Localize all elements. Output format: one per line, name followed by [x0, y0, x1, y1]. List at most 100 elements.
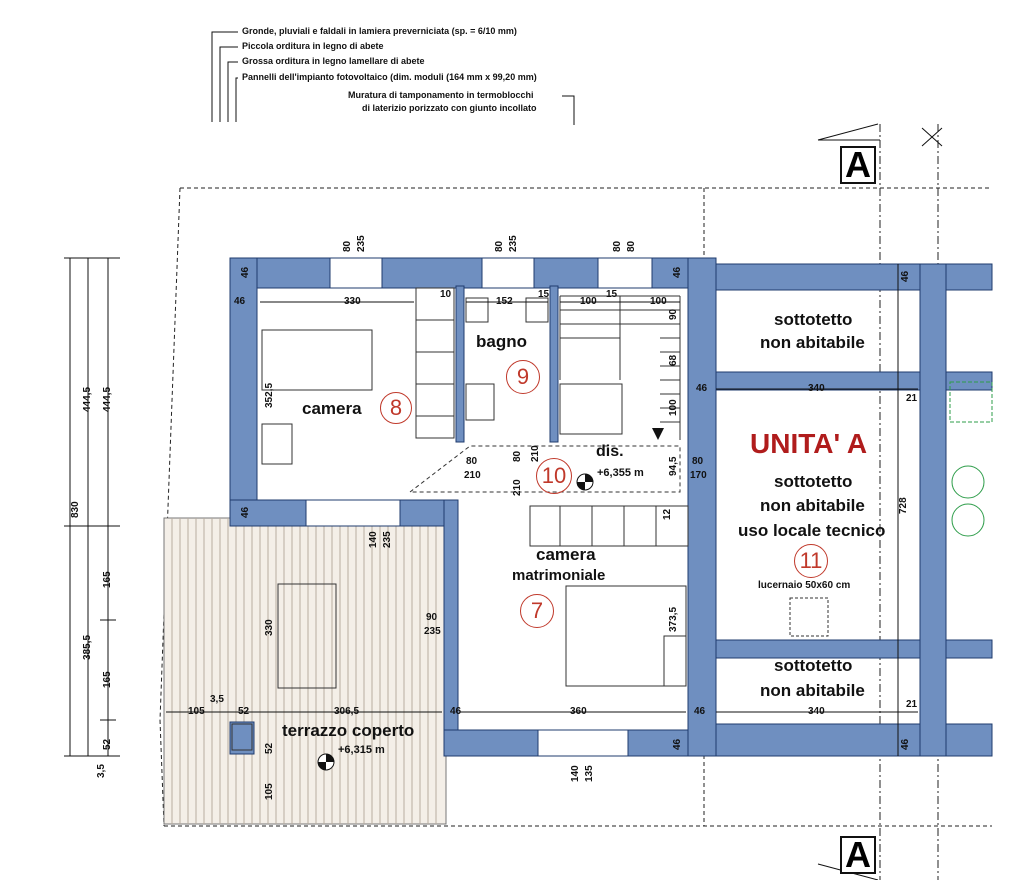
- dim-52-v2: 52: [264, 742, 275, 754]
- room-matrimoniale-label-1: camera: [536, 545, 596, 564]
- terrazzo-label: terrazzo coperto: [282, 721, 415, 740]
- dim-306-5: 306,5: [334, 706, 360, 717]
- interior-lines: [231, 287, 993, 751]
- legend-line-main-frame: Grossa orditura in legno lamellare di ab…: [242, 56, 425, 66]
- dim-80-door: 80: [512, 450, 523, 462]
- dim-165-a: 165: [102, 571, 113, 588]
- dim-170: 170: [690, 470, 707, 481]
- dim-15b: 15: [606, 289, 618, 300]
- sottotetto-bottom-line-2: non abitabile: [760, 681, 865, 700]
- section-marker-top: A: [840, 146, 876, 184]
- unita-lucernaio: lucernaio 50x60 cm: [758, 580, 851, 591]
- legend-line-masonry-2: di laterizio porizzato con giunto incoll…: [362, 103, 537, 113]
- sottotetto-bottom-line-1: sottotetto: [774, 656, 853, 675]
- dim-80-win3b: 80: [626, 240, 637, 252]
- dim-100a: 100: [580, 296, 597, 307]
- dim-105-v: 105: [264, 783, 275, 800]
- dim-46-v-right: 46: [672, 266, 683, 278]
- dim-68: 68: [668, 354, 679, 366]
- dim-140-a: 140: [368, 531, 379, 548]
- dim-52-v: 52: [102, 738, 113, 750]
- room-bagno-label: bagno: [476, 332, 527, 351]
- dim-3-5: 3,5: [210, 694, 224, 705]
- legend-line-small-frame: Piccola orditura in legno di abete: [242, 41, 384, 51]
- room-dis-level: +6,355 m: [597, 467, 644, 479]
- unita-number: 11: [794, 544, 828, 578]
- legend-leaders: [211, 31, 575, 125]
- dim-152: 152: [496, 296, 513, 307]
- room-bagno-number: 9: [506, 360, 540, 394]
- dim-10: 10: [440, 289, 452, 300]
- dim-165-b: 165: [102, 671, 113, 688]
- window-openings: [305, 257, 653, 757]
- level-marker-icons: [317, 473, 594, 771]
- unita-line-1: sottotetto: [774, 472, 853, 491]
- dim-80-left: 80: [466, 456, 478, 467]
- dim-140-b: 140: [570, 765, 581, 782]
- room-camera-number: 8: [380, 392, 412, 424]
- dim-235-a: 235: [382, 531, 393, 548]
- dim-80-win2: 80: [494, 240, 505, 252]
- legend-line-masonry: Muratura di tamponamento in termoblocchi: [348, 90, 534, 100]
- dim-210-door2: 210: [530, 445, 541, 462]
- dim-360: 360: [570, 706, 587, 717]
- unita-title: UNITA' A: [750, 428, 868, 459]
- dim-21-top: 21: [906, 393, 918, 404]
- room-dis-label: dis.: [596, 443, 624, 460]
- dim-15a: 15: [538, 289, 550, 300]
- dimension-lines: [64, 257, 918, 757]
- dim-46-left: 46: [234, 296, 246, 307]
- dim-80-win1: 80: [342, 240, 353, 252]
- dim-235-win1: 235: [356, 235, 367, 252]
- dim-340-bottom: 340: [808, 706, 825, 717]
- dim-46-v-far: 46: [900, 270, 911, 282]
- room-camera-label: camera: [302, 399, 362, 418]
- dim-385-5: 385,5: [82, 634, 93, 660]
- section-cut-arrows: [817, 123, 943, 880]
- stair-arrow-icon: [652, 428, 664, 440]
- dim-330: 330: [344, 296, 361, 307]
- dim-3-5-v: 3,5: [96, 764, 107, 778]
- sottotetto-top-line-1: sottotetto: [774, 310, 853, 329]
- dim-135: 135: [584, 765, 595, 782]
- dim-210-door: 210: [512, 479, 523, 496]
- dim-80-right: 80: [692, 456, 704, 467]
- dim-80-win3: 80: [612, 240, 623, 252]
- terrazzo-level: +6,315 m: [338, 744, 385, 756]
- dim-46-v-far-b: 46: [900, 738, 911, 750]
- dim-46-v-top: 46: [240, 266, 251, 278]
- dim-21-bottom: 21: [906, 699, 918, 710]
- dim-235-win2: 235: [508, 235, 519, 252]
- section-marker-bottom: A: [840, 836, 876, 874]
- dim-330-v: 330: [264, 619, 275, 636]
- dim-105: 105: [188, 706, 205, 717]
- dim-352-5: 352,5: [264, 382, 275, 408]
- dim-100-v: 100: [668, 399, 679, 416]
- dim-46-v-bottom: 46: [672, 738, 683, 750]
- room-matrimoniale-number: 7: [520, 594, 554, 628]
- dim-90-v: 90: [668, 308, 679, 320]
- dim-210-left: 210: [464, 470, 481, 481]
- dim-235-door: 235: [424, 626, 441, 637]
- dim-728: 728: [898, 497, 909, 514]
- dim-830: 830: [70, 501, 81, 518]
- dim-340-top: 340: [808, 383, 825, 394]
- dim-52: 52: [238, 706, 250, 717]
- dim-100b: 100: [650, 296, 667, 307]
- dim-46-bottom: 46: [450, 706, 462, 717]
- terrace-deck: [163, 517, 447, 825]
- dim-94-5: 94,5: [668, 456, 679, 476]
- sottotetto-top-line-2: non abitabile: [760, 333, 865, 352]
- dim-46-bottom-right: 46: [694, 706, 706, 717]
- unita-line-2: non abitabile: [760, 496, 865, 515]
- legend-line-gutters: Gronde, pluviali e faldali in lamiera pr…: [242, 26, 517, 36]
- dim-46-mid: 46: [696, 383, 708, 394]
- dim-444-5-a: 444,5: [82, 386, 93, 412]
- dim-90: 90: [426, 612, 438, 623]
- unita-line-3: uso locale tecnico: [738, 521, 886, 540]
- dim-373-5: 373,5: [668, 606, 679, 632]
- walls: [229, 257, 993, 757]
- dim-444-5-b: 444,5: [102, 386, 113, 412]
- dim-12: 12: [662, 508, 673, 520]
